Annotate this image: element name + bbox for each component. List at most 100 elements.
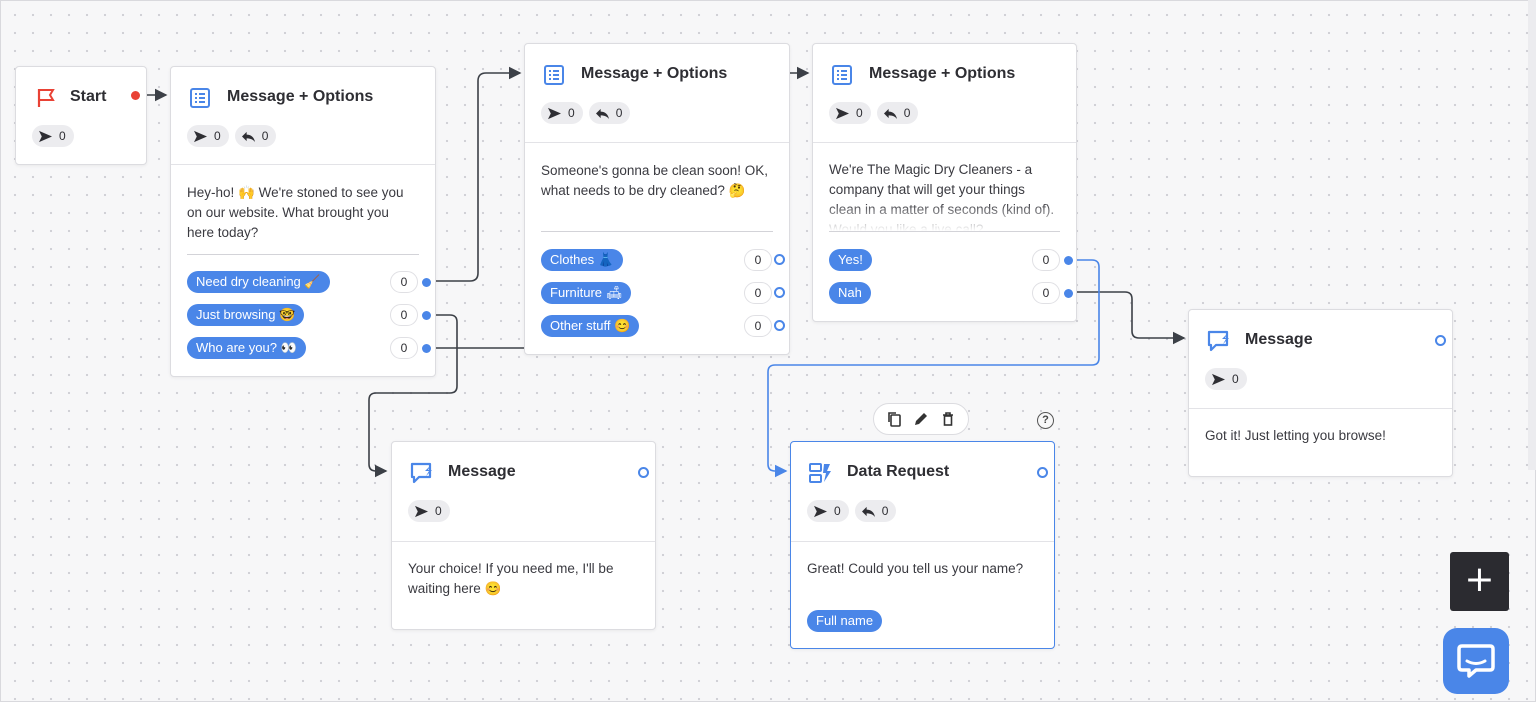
message-options-node[interactable]: Message + Options 0 0 Someone's gonna be… (524, 43, 790, 355)
option-pill[interactable]: Other stuff 😊 (541, 315, 640, 337)
options-list-icon (543, 64, 565, 86)
option-count: 0 (744, 282, 772, 304)
sent-count: 0 (32, 125, 74, 147)
sent-count: 0 (807, 500, 849, 522)
sent-count: 0 (1205, 368, 1247, 390)
node-title: Message (448, 463, 516, 480)
send-icon (39, 130, 52, 142)
option-count: 0 (390, 337, 418, 359)
option-pill[interactable]: Just browsing 🤓 (187, 304, 305, 326)
option-pill[interactable]: Who are you? 👀 (187, 337, 306, 359)
node-title: Message + Options (227, 88, 374, 105)
send-icon (548, 107, 561, 119)
option-port[interactable] (774, 287, 785, 298)
option-count: 0 (390, 304, 418, 326)
send-icon (415, 505, 428, 517)
node-title: Message (1245, 331, 1313, 348)
option-row[interactable]: Other stuff 😊 0 (541, 314, 789, 338)
vertical-scrollbar[interactable] (1528, 0, 1536, 470)
copy-icon[interactable] (885, 410, 903, 428)
option-port[interactable] (774, 320, 785, 331)
option-port[interactable] (422, 344, 431, 353)
wire-dry-cleaning-to-mo2 (430, 66, 522, 282)
message-text: Someone's gonna be clean soon! OK, what … (541, 163, 768, 198)
send-icon (814, 505, 827, 517)
option-row[interactable]: Who are you? 👀 0 (187, 336, 435, 360)
node-title: Data Request (847, 463, 950, 480)
add-node-button[interactable]: + (1450, 552, 1509, 611)
node-title: Message + Options (581, 65, 728, 82)
option-port[interactable] (774, 254, 785, 265)
node-toolbar (873, 403, 969, 435)
data-field-row[interactable]: Full name (807, 609, 1054, 633)
option-port[interactable] (422, 278, 431, 287)
message-text: Great! Could you tell us your name? (807, 561, 1024, 576)
option-row[interactable]: Nah 0 (829, 281, 1076, 305)
option-count: 0 (1032, 249, 1060, 271)
message-options-node[interactable]: Message + Options 0 0 We're The Magic Dr… (812, 43, 1077, 322)
send-icon (1212, 373, 1225, 385)
send-icon (836, 107, 849, 119)
option-port[interactable] (422, 311, 431, 320)
wire-nah-to-message (1073, 291, 1186, 345)
node-title: Message + Options (869, 65, 1016, 82)
message-text: Got it! Just letting you browse! (1205, 428, 1386, 443)
edit-icon[interactable] (912, 410, 930, 428)
data-field-pill[interactable]: Full name (807, 610, 883, 632)
reply-icon (595, 108, 609, 119)
option-pill[interactable]: Furniture 🛋 (541, 282, 632, 304)
wire-yes-to-data-request (767, 259, 1100, 478)
reply-count: 0 (854, 500, 897, 522)
option-count: 0 (744, 315, 772, 337)
option-port[interactable] (1064, 256, 1073, 265)
option-row[interactable]: Just browsing 🤓 0 (187, 303, 435, 327)
reply-count: 0 (588, 102, 631, 124)
message-text: Your choice! If you need me, I'll be wai… (408, 561, 614, 596)
option-row[interactable]: Clothes 👗 0 (541, 248, 789, 272)
option-row[interactable]: Furniture 🛋 0 (541, 281, 789, 305)
delete-icon[interactable] (939, 410, 957, 428)
output-port[interactable] (1037, 467, 1048, 478)
start-node[interactable]: Start 0 (15, 66, 147, 165)
chat-icon (1457, 644, 1495, 678)
options-list-icon (189, 87, 211, 109)
option-pill[interactable]: Nah (829, 282, 871, 304)
option-count: 0 (744, 249, 772, 271)
message-text: Hey-ho! 🙌 We're stoned to see you on our… (187, 185, 404, 240)
message-options-node[interactable]: Message + Options 0 0 Hey-ho! 🙌 We're st… (170, 66, 436, 377)
message-bubble-icon (410, 462, 432, 484)
reply-icon (861, 506, 875, 517)
option-pill[interactable]: Clothes 👗 (541, 249, 623, 271)
option-pill[interactable]: Yes! (829, 249, 872, 271)
help-icon[interactable]: ? (1037, 412, 1054, 429)
sent-count: 0 (408, 500, 450, 522)
message-bubble-icon (1207, 330, 1229, 352)
option-row[interactable]: Yes! 0 (829, 248, 1076, 272)
node-title: Start (70, 88, 107, 105)
option-row[interactable]: Need dry cleaning 🧹 0 (187, 270, 435, 294)
reply-icon (883, 108, 897, 119)
output-port[interactable] (131, 91, 140, 100)
plus-icon: + (1464, 559, 1495, 600)
wire-browsing-to-message (368, 314, 458, 478)
send-icon (194, 130, 207, 142)
data-request-node[interactable]: Data Request 0 0 Great! Could you tell u… (790, 441, 1055, 649)
sent-count: 0 (541, 102, 583, 124)
reply-icon (241, 131, 255, 142)
option-pill[interactable]: Need dry cleaning 🧹 (187, 271, 330, 293)
option-port[interactable] (1064, 289, 1073, 298)
option-count: 0 (1032, 282, 1060, 304)
sent-count: 0 (187, 125, 229, 147)
chat-widget-button[interactable] (1443, 628, 1509, 694)
options-list-icon (831, 64, 853, 86)
sent-count: 0 (829, 102, 871, 124)
message-node[interactable]: Message 0 Got it! Just letting you brows… (1188, 309, 1453, 477)
output-port[interactable] (1435, 335, 1446, 346)
data-request-icon (809, 462, 831, 484)
flag-icon (36, 87, 58, 109)
output-port[interactable] (638, 467, 649, 478)
reply-count: 0 (234, 125, 277, 147)
reply-count: 0 (876, 102, 919, 124)
message-node[interactable]: Message 0 Your choice! If you need me, I… (391, 441, 656, 630)
